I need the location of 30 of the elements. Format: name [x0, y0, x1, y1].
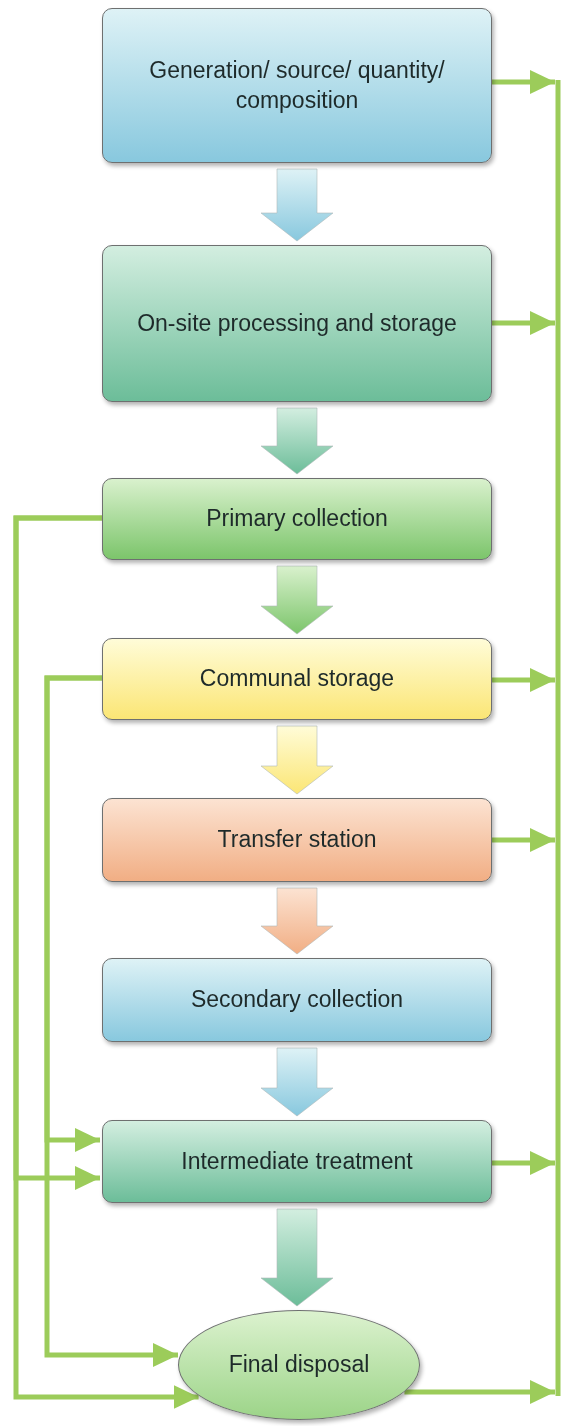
arrow: [492, 668, 555, 692]
box-label: Communal storage: [198, 664, 396, 694]
process-box: [102, 638, 492, 720]
box-label: Final disposal: [227, 1350, 371, 1380]
arrow: [492, 70, 555, 94]
box-label: Generation/ source/ quantity/ composition: [148, 55, 446, 115]
arrow: [13, 515, 199, 1409]
box-label: Secondary collection: [189, 985, 405, 1015]
block-arrow: [260, 1208, 334, 1307]
box-label: Primary collection: [205, 504, 389, 534]
block-arrow: [260, 168, 334, 242]
block-arrow: [260, 725, 334, 795]
block-arrow: [260, 1047, 334, 1117]
process-box: [102, 1120, 492, 1203]
arrow: [492, 1151, 555, 1175]
process-box: [102, 245, 492, 402]
box-label: Transfer station: [216, 825, 378, 855]
block-arrow: [260, 887, 334, 955]
process-box: [102, 958, 492, 1042]
process-box: [102, 478, 492, 560]
process-box: [102, 798, 492, 882]
arrow: [492, 311, 555, 335]
block-arrow: [260, 407, 334, 475]
box-label: On-site processing and storage: [136, 308, 458, 338]
box-label: Intermediate treatment: [180, 1146, 414, 1176]
process-box: [102, 8, 492, 163]
arrow: [44, 675, 178, 1367]
arrow: [404, 1380, 555, 1404]
arrow: [492, 828, 555, 852]
block-arrow: [260, 565, 334, 635]
